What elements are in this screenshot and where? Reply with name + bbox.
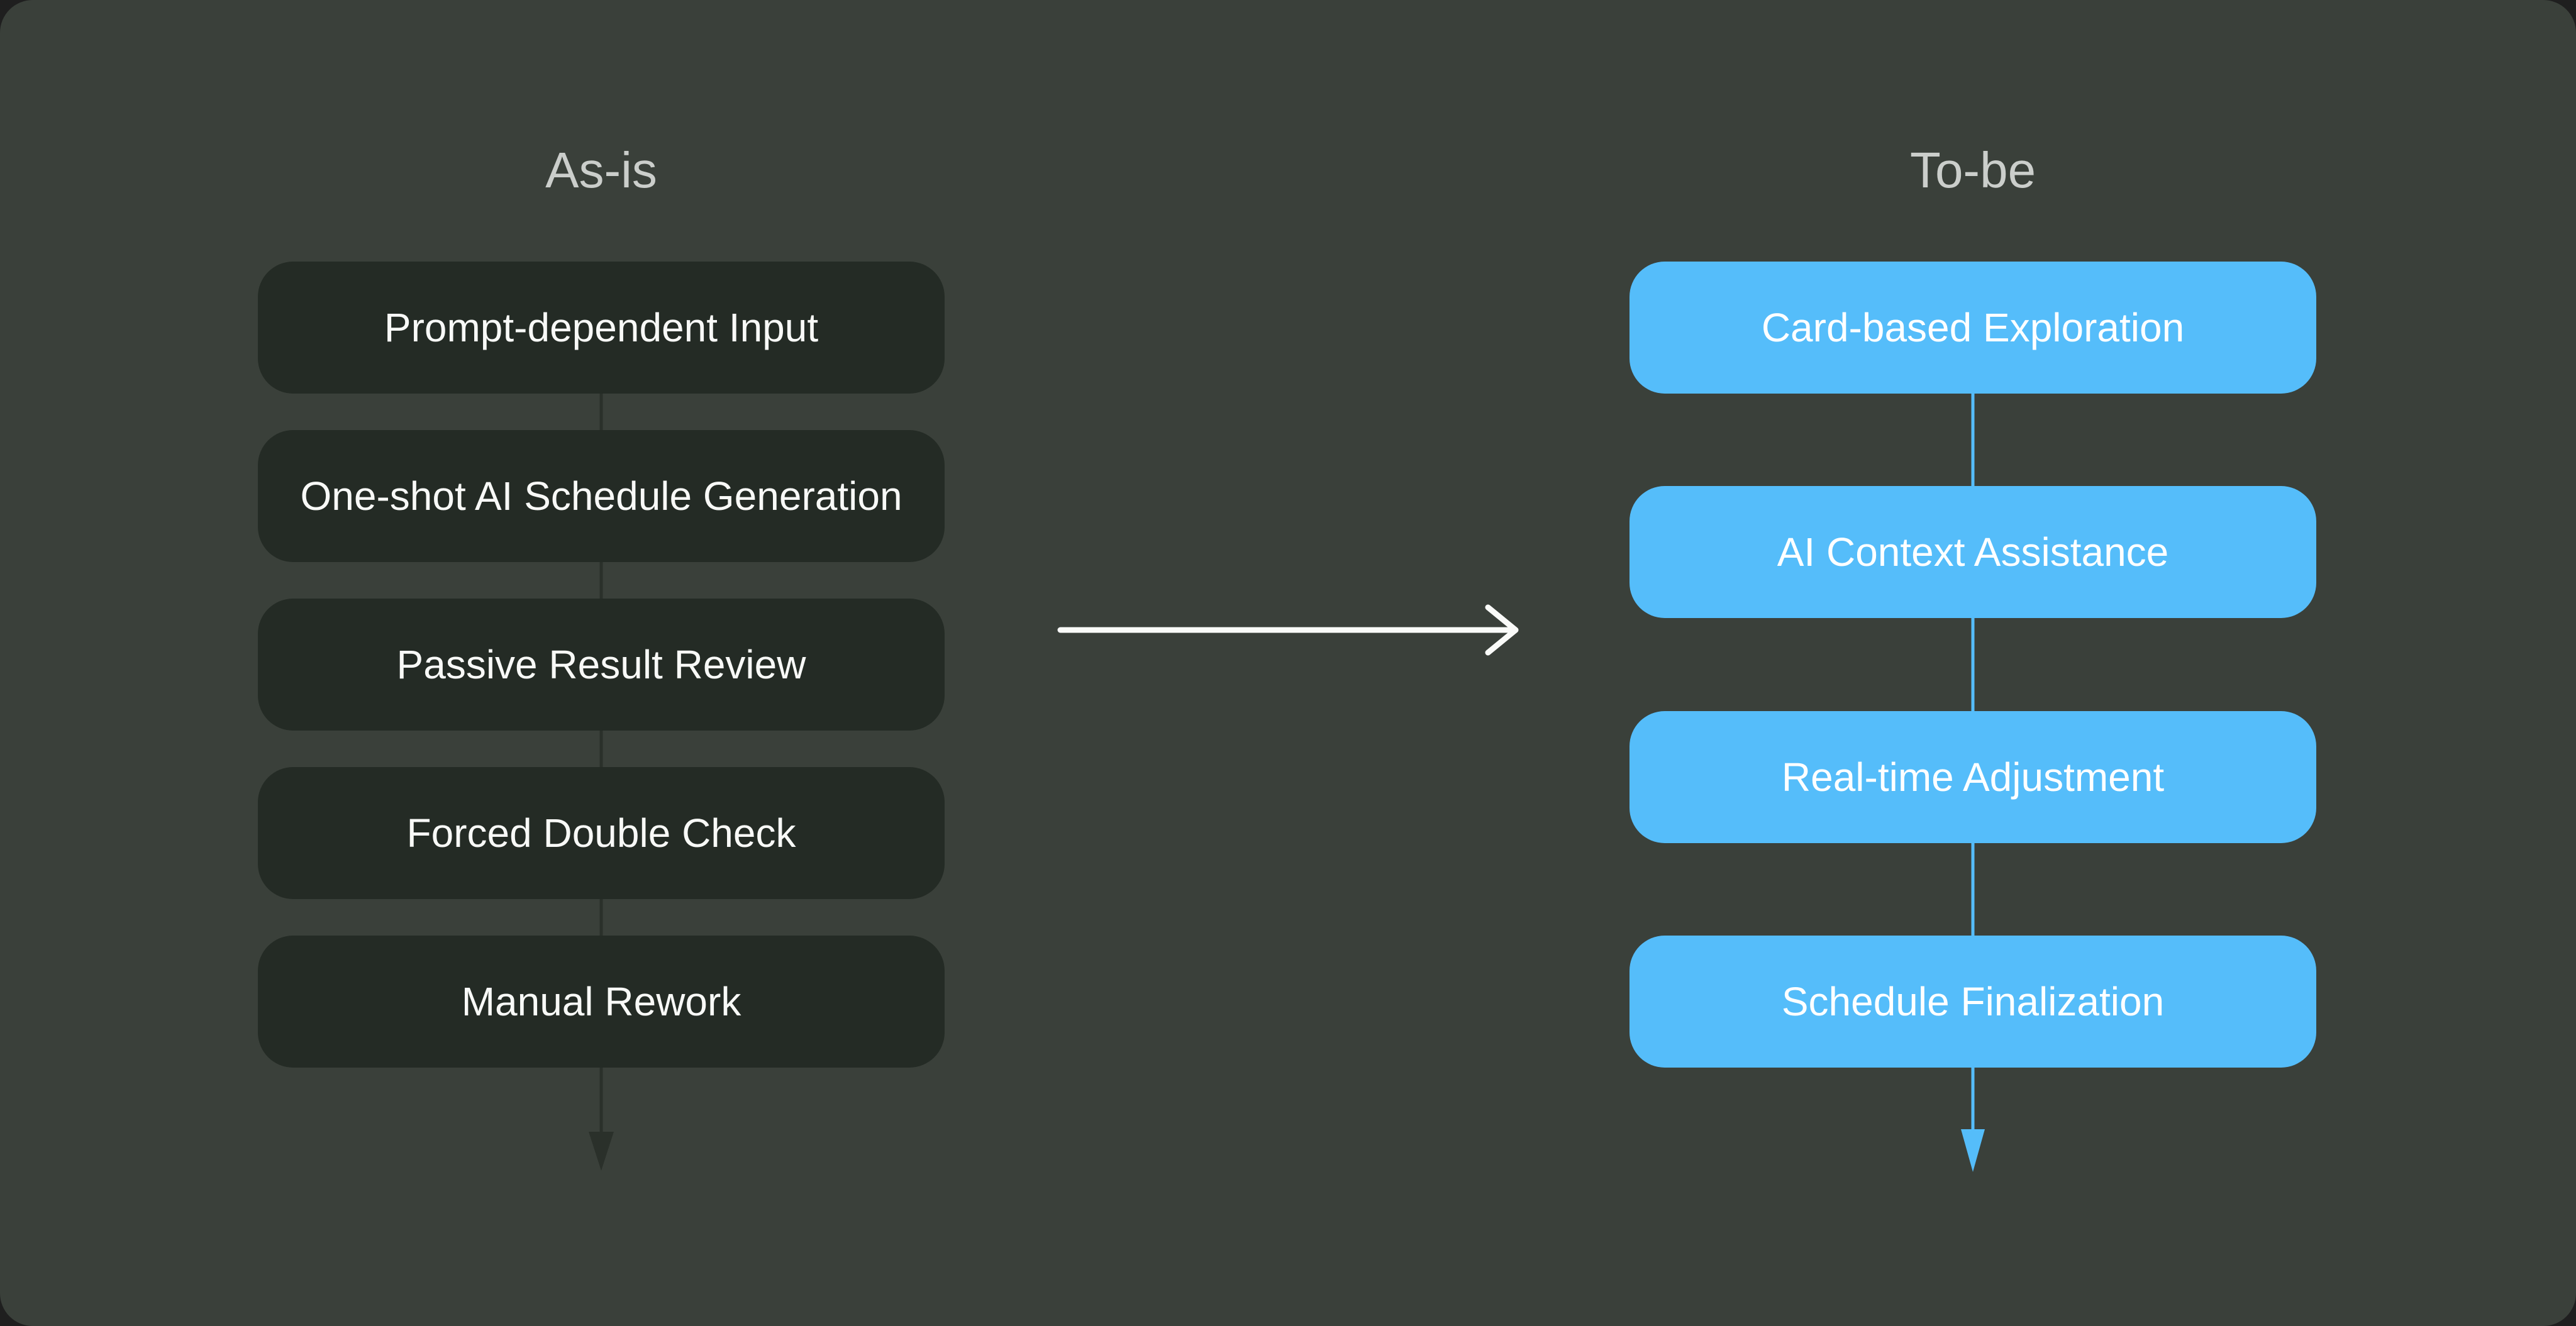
as-is-flow-box-5: Manual Rework bbox=[258, 936, 945, 1068]
flow-box-label: Prompt-dependent Input bbox=[384, 305, 819, 350]
transition-arrow-icon bbox=[1057, 604, 1519, 656]
as-is-flow-box-1: Prompt-dependent Input bbox=[258, 262, 945, 394]
flow-box-label: One-shot AI Schedule Generation bbox=[300, 473, 902, 519]
flow-box-label: Passive Result Review bbox=[396, 642, 806, 687]
flow-box-label: Card-based Exploration bbox=[1761, 305, 2185, 350]
transition-arrow-head bbox=[1485, 604, 1519, 656]
as-is-flow-box-4: Forced Double Check bbox=[258, 767, 945, 899]
as-is-down-arrow-icon bbox=[589, 1132, 614, 1171]
to-be-flow-box-2: AI Context Assistance bbox=[1629, 486, 2316, 618]
to-be-flow-box-4: Schedule Finalization bbox=[1629, 936, 2316, 1068]
flow-box-label: Manual Rework bbox=[461, 979, 741, 1024]
to-be-title: To-be bbox=[1909, 142, 2036, 198]
to-be-flow-box-1: Card-based Exploration bbox=[1629, 262, 2316, 394]
flow-box-label: Forced Double Check bbox=[406, 810, 796, 856]
as-is-title: As-is bbox=[545, 142, 657, 198]
to-be-column: To-be Card-based Exploration AI Context A… bbox=[1629, 0, 2316, 1326]
to-be-flow-box-3: Real-time Adjustment bbox=[1629, 711, 2316, 843]
flow-box-label: Schedule Finalization bbox=[1781, 979, 2165, 1024]
flow-box-label: Real-time Adjustment bbox=[1781, 754, 2165, 800]
as-is-flow-box-3: Passive Result Review bbox=[258, 599, 945, 731]
flow-box-label: AI Context Assistance bbox=[1777, 529, 2169, 575]
to-be-down-arrow-icon bbox=[1961, 1129, 1985, 1172]
as-is-flow-box-2: One-shot AI Schedule Generation bbox=[258, 430, 945, 562]
